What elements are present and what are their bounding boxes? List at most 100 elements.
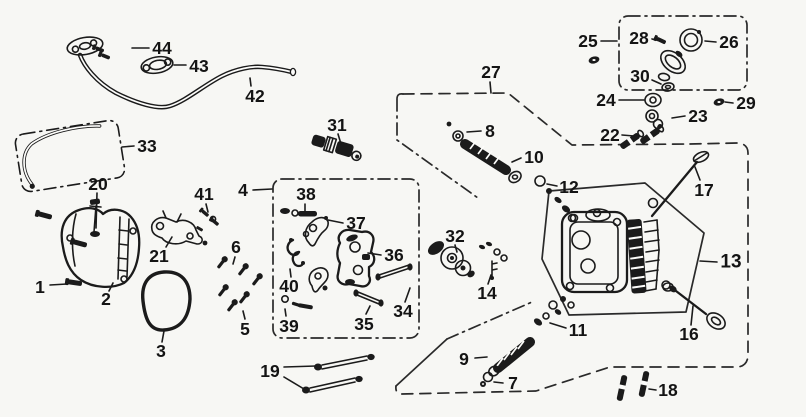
side-cover-plate xyxy=(14,119,126,193)
callout-8: 8 xyxy=(466,121,495,141)
leader-line-11 xyxy=(549,322,567,329)
part-number-label-38: 38 xyxy=(296,184,316,204)
callout-34: 34 xyxy=(393,287,413,321)
leader-line-28 xyxy=(651,38,661,42)
leader-line-10 xyxy=(511,157,522,163)
part-number-label-21: 21 xyxy=(149,246,169,266)
callout-31: 31 xyxy=(327,115,347,145)
callout-27: 27 xyxy=(481,62,501,94)
part-number-label-28: 28 xyxy=(629,28,649,48)
callout-38: 38 xyxy=(296,184,316,212)
valve-spring-10 xyxy=(460,139,522,184)
callout-32: 32 xyxy=(445,226,465,253)
leader-line-2 xyxy=(108,282,114,292)
valve-cotters-group xyxy=(478,241,508,280)
callout-42: 42 xyxy=(245,77,265,106)
callout-2: 2 xyxy=(101,282,114,309)
callout-30: 30 xyxy=(630,66,662,86)
callout-40: 40 xyxy=(279,268,299,296)
leader-line-35 xyxy=(365,305,371,315)
part-number-label-10: 10 xyxy=(524,147,544,167)
callout-9: 9 xyxy=(459,349,488,369)
callout-19: 19 xyxy=(260,361,317,390)
leader-line-8 xyxy=(466,130,482,133)
part-number-label-11: 11 xyxy=(569,320,588,340)
flange-screw xyxy=(97,51,111,60)
callout-24: 24 xyxy=(596,90,645,110)
part-number-label-3: 3 xyxy=(156,341,166,361)
part-number-label-37: 37 xyxy=(346,213,365,233)
part-number-label-17: 17 xyxy=(694,180,713,200)
part-number-label-16: 16 xyxy=(679,324,699,344)
tensioner-arm xyxy=(150,210,208,246)
part-number-label-8: 8 xyxy=(485,121,495,141)
part-number-label-29: 29 xyxy=(736,93,756,113)
callout-28: 28 xyxy=(629,28,661,48)
callout-12: 12 xyxy=(546,177,579,197)
callout-5: 5 xyxy=(240,310,250,339)
leader-line-14 xyxy=(487,274,492,285)
callout-26: 26 xyxy=(704,32,739,52)
leader-line-7 xyxy=(493,381,504,384)
callout-18: 18 xyxy=(648,380,678,400)
boundary-box-cap-group xyxy=(618,15,748,91)
part-number-label-22: 22 xyxy=(600,125,620,145)
part-number-label-36: 36 xyxy=(384,245,404,265)
callout-29: 29 xyxy=(724,93,756,113)
part-number-label-35: 35 xyxy=(354,314,374,334)
leader-line-23 xyxy=(671,115,686,119)
intake-valve-17 xyxy=(650,150,710,218)
leader-line-1 xyxy=(49,283,68,286)
leader-line-39 xyxy=(284,308,287,317)
leader-line-27 xyxy=(489,81,492,94)
rocker-arm-37 xyxy=(302,216,329,247)
boundary-box-rocker-group xyxy=(272,178,420,339)
part-number-label-12: 12 xyxy=(559,177,579,197)
callout-39: 39 xyxy=(279,308,299,336)
callout-44: 44 xyxy=(131,38,172,58)
leader-line-20 xyxy=(95,192,98,229)
leader-line-21 xyxy=(165,236,173,248)
boundary-valve-group-right xyxy=(395,142,749,395)
rocker-arm-group xyxy=(280,208,413,310)
valve-guide-boss xyxy=(647,197,659,209)
boundary-diagonal-solid xyxy=(395,338,448,387)
spark-plug xyxy=(311,134,362,162)
callout-4: 4 xyxy=(238,180,273,200)
leader-line-32 xyxy=(454,244,458,253)
boundary-diagonal-dashdot xyxy=(446,301,533,340)
callout-13: 13 xyxy=(699,252,742,273)
cylinder-head xyxy=(560,197,674,294)
callout-16: 16 xyxy=(679,305,699,344)
callout-7: 7 xyxy=(493,373,518,393)
spring-seat-7 xyxy=(480,371,494,387)
leader-line-17 xyxy=(694,166,701,181)
part-number-label-42: 42 xyxy=(245,86,265,106)
callout-41: 41 xyxy=(194,184,214,213)
valve-seal-8 xyxy=(446,121,464,142)
part-number-label-41: 41 xyxy=(194,184,214,204)
part-number-label-43: 43 xyxy=(189,56,209,76)
part-number-label-14: 14 xyxy=(477,283,497,303)
callout-6: 6 xyxy=(231,237,241,265)
part-number-label-31: 31 xyxy=(327,115,347,135)
leader-line-37 xyxy=(327,219,344,224)
part-number-label-2: 2 xyxy=(101,289,111,309)
valve-seal-11 xyxy=(533,296,575,326)
exhaust-valve-16 xyxy=(661,280,726,330)
rocker-shaft-34 xyxy=(375,263,413,281)
callout-33: 33 xyxy=(121,136,157,156)
part-number-label-5: 5 xyxy=(240,319,250,339)
part-number-label-40: 40 xyxy=(279,276,299,296)
flange-screw xyxy=(91,44,105,53)
pipe-flange xyxy=(66,36,104,56)
callout-36: 36 xyxy=(367,245,404,265)
part-number-label-7: 7 xyxy=(508,373,518,393)
leader-line-4 xyxy=(252,188,273,191)
leader-line-19 xyxy=(283,376,305,390)
callout-17: 17 xyxy=(694,166,714,200)
leader-line-26 xyxy=(704,40,717,43)
leader-line-22 xyxy=(621,134,635,137)
